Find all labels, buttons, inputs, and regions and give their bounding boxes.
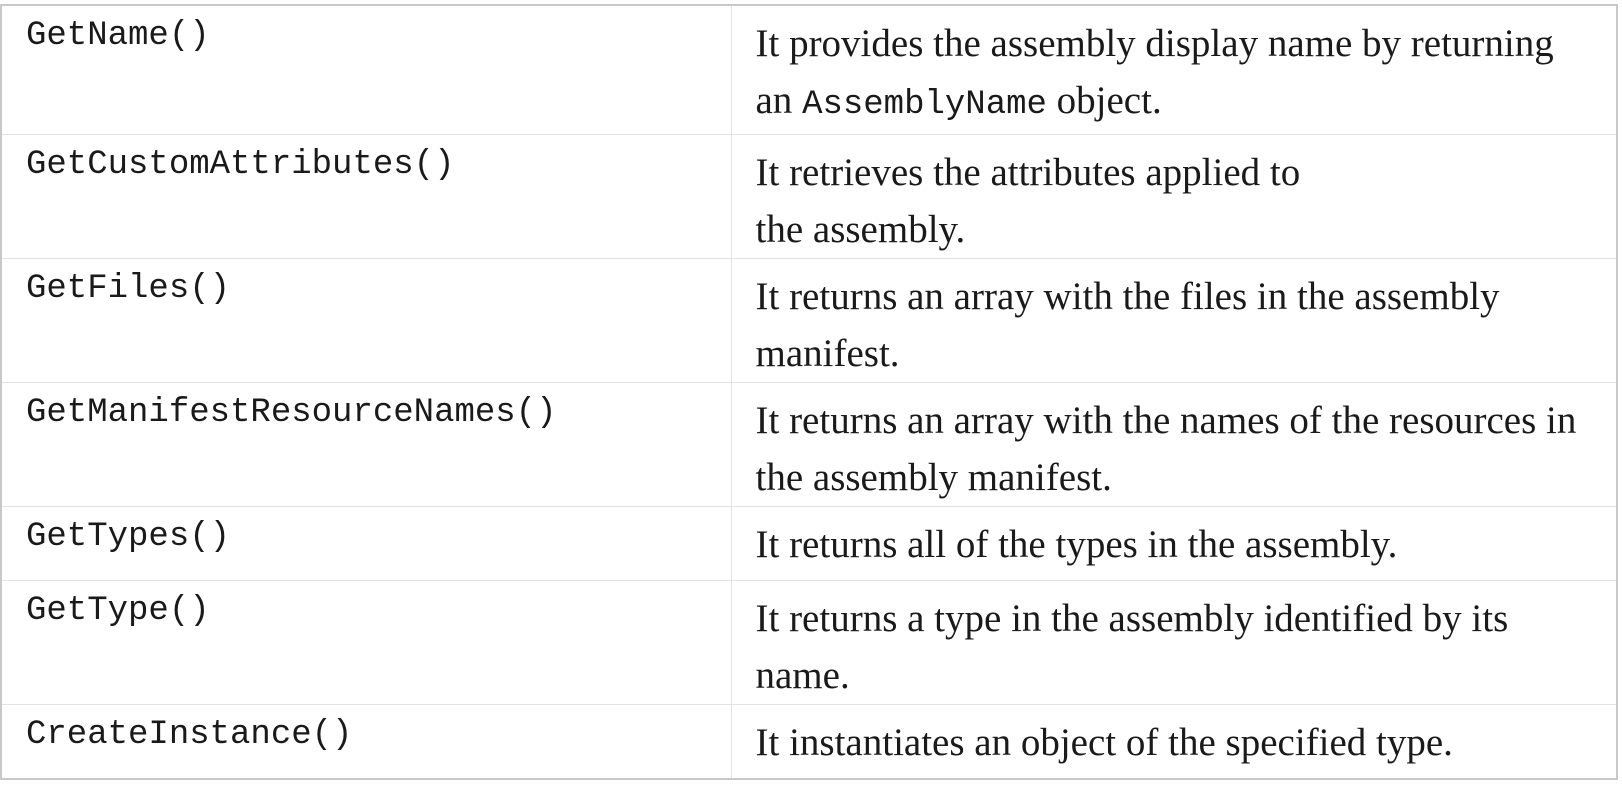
method-description: It provides the assembly display name by… xyxy=(730,4,1618,135)
description-text: It provides the assembly display name by… xyxy=(755,22,1554,122)
method-name: GetManifestResourceNames() xyxy=(0,382,732,507)
inline-code: AssemblyName xyxy=(802,86,1047,124)
method-description: It returns all of the types in the assem… xyxy=(730,506,1618,581)
table-row: GetCustomAttributes() It retrieves the a… xyxy=(0,134,1618,259)
description-line: It retrieves the attributes applied to xyxy=(755,151,1301,194)
method-name: GetCustomAttributes() xyxy=(0,134,732,259)
table-row: GetType() It returns a type in the assem… xyxy=(0,580,1618,705)
description-line: the assembly. xyxy=(755,208,966,251)
method-name: GetTypes() xyxy=(0,506,732,581)
method-name: GetType() xyxy=(0,580,732,705)
method-description: It returns an array with the names of th… xyxy=(730,382,1618,507)
table-row: GetManifestResourceNames() It returns an… xyxy=(0,382,1618,507)
assembly-methods-table: GetName() It provides the assembly displ… xyxy=(0,4,1618,780)
method-name: GetFiles() xyxy=(0,258,732,383)
table-row: GetName() It provides the assembly displ… xyxy=(0,4,1618,135)
table-row: GetTypes() It returns all of the types i… xyxy=(0,506,1618,581)
method-name: CreateInstance() xyxy=(0,704,732,779)
table-row: GetFiles() It returns an array with the … xyxy=(0,258,1618,383)
method-description: It retrieves the attributes applied to th… xyxy=(730,134,1618,259)
description-text: object. xyxy=(1046,79,1162,122)
method-description: It returns an array with the files in th… xyxy=(730,258,1618,383)
method-description: It returns a type in the assembly identi… xyxy=(730,580,1618,705)
method-description: It instantiates an object of the specifi… xyxy=(730,704,1618,779)
method-name: GetName() xyxy=(0,4,732,135)
table-row: CreateInstance() It instantiates an obje… xyxy=(0,704,1618,779)
